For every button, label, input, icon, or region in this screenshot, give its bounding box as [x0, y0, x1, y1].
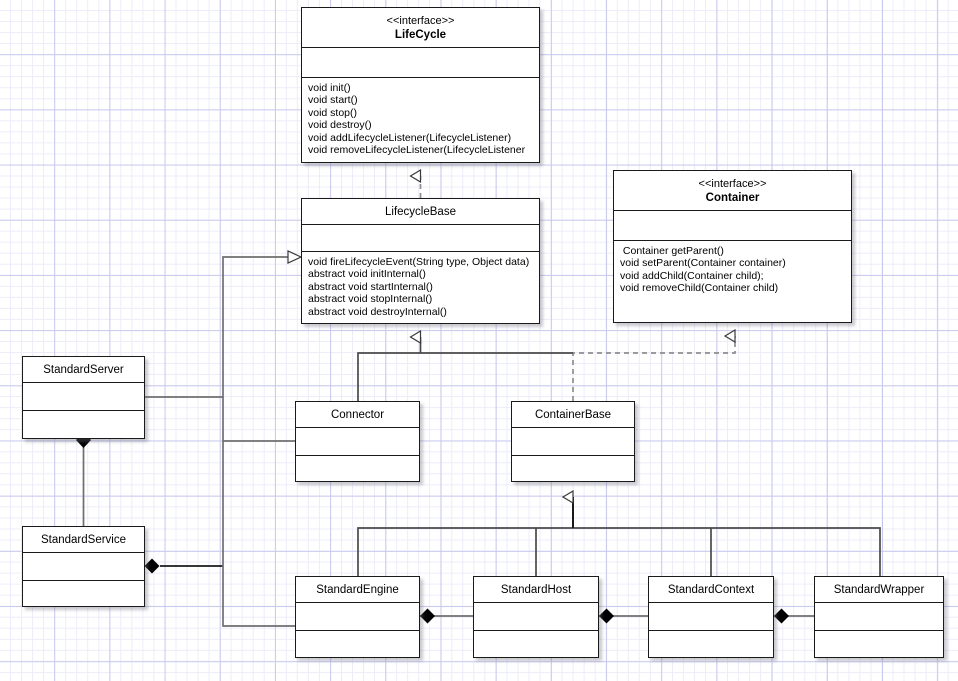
class-operations-standardservice: [23, 581, 144, 606]
class-stereotype: <<interface>>: [386, 15, 455, 27]
class-attributes-container: [614, 211, 851, 241]
class-name: StandardContext: [667, 584, 755, 596]
class-attributes-standardwrapper: [815, 603, 943, 631]
class-operation: void init(): [308, 82, 351, 94]
edge-standardengine-to-standardhost: [420, 608, 473, 624]
class-operations-lifecycle: void init()void start()void stop()void d…: [302, 78, 539, 162]
edge-standard-children-to-containerbase: [357, 497, 881, 576]
edge-connector-containerbase-to-lifecyclebase: [357, 337, 573, 401]
class-operation: abstract void startInternal(): [308, 280, 433, 293]
class-operations-standardserver: [23, 411, 144, 438]
edge-containerbase-to-container: [572, 336, 736, 401]
class-name: StandardEngine: [316, 584, 399, 596]
uml-class-container[interactable]: <<interface>> Container Container getPare…: [613, 170, 852, 323]
class-attributes-standardservice: [23, 553, 144, 581]
class-operations-container: Container getParent()void setParent(Cont…: [614, 241, 851, 322]
uml-class-connector[interactable]: Connector: [295, 401, 420, 482]
edge-standardhost-to-standardcontext: [599, 608, 648, 624]
class-header-standardservice: StandardService: [23, 527, 144, 553]
arrowhead-into-lifecyclebase-left: [287, 250, 303, 264]
class-header-lifecyclebase: LifecycleBase: [302, 199, 539, 225]
uml-class-standardwrapper[interactable]: StandardWrapper: [814, 576, 944, 658]
class-attributes-standardengine: [296, 603, 419, 631]
class-stereotype: <<interface>>: [698, 178, 767, 190]
uml-class-standardcontext[interactable]: StandardContext: [648, 576, 774, 658]
class-header-standardhost: StandardHost: [474, 577, 598, 603]
class-header-containerbase: ContainerBase: [512, 402, 634, 428]
class-operations-lifecyclebase: void fireLifecycleEvent(String type, Obj…: [302, 252, 539, 323]
class-operation: void stop(): [308, 106, 358, 119]
class-header-standardengine: StandardEngine: [296, 577, 419, 603]
class-operations-standardhost: [474, 631, 598, 657]
class-operation: void start(): [308, 94, 358, 107]
class-operations-standardwrapper: [815, 631, 943, 657]
class-operation: void removeLifecycleListener(LifecycleLi…: [308, 144, 526, 157]
uml-class-lifecyclebase[interactable]: LifecycleBase void fireLifecycleEvent(Str…: [301, 198, 540, 324]
class-operation: void fireLifecycleEvent(String type, Obj…: [308, 256, 530, 268]
class-operations-containerbase: [512, 456, 634, 481]
diamond-standardservice: [144, 558, 160, 574]
class-operation: void removeChild(Container child): [620, 282, 779, 295]
uml-class-standardhost[interactable]: StandardHost: [473, 576, 599, 658]
class-name: LifeCycle: [394, 29, 447, 41]
uml-class-standardengine[interactable]: StandardEngine: [295, 576, 420, 658]
uml-class-containerbase[interactable]: ContainerBase: [511, 401, 635, 482]
class-operation: abstract void initInternal(): [308, 268, 426, 281]
class-operation: void addChild(Container child);: [620, 269, 764, 282]
class-operation: abstract void destroyInternal(): [308, 305, 447, 318]
class-operation: void addLifecycleListener(LifecycleListe…: [308, 131, 512, 144]
class-header-standardwrapper: StandardWrapper: [815, 577, 943, 603]
class-name: StandardService: [40, 534, 127, 546]
edge-standardserver-to-lifecyclebase: [145, 256, 288, 398]
class-header-standardcontext: StandardContext: [649, 577, 773, 603]
class-name: StandardHost: [500, 584, 572, 596]
class-name: Connector: [330, 409, 385, 421]
class-name: StandardServer: [43, 364, 124, 376]
class-attributes-standardcontext: [649, 603, 773, 631]
class-name: LifecycleBase: [385, 206, 456, 218]
class-operation: Container getParent(): [620, 245, 724, 257]
class-name: StandardWrapper: [833, 584, 925, 596]
class-operation: void setParent(Container container): [620, 257, 786, 270]
edge-standardservice-to-standardengine: [222, 441, 295, 627]
class-operations-standardengine: [296, 631, 419, 657]
class-attributes-standardserver: [23, 383, 144, 411]
edge-standardcontext-to-standardwrapper: [774, 608, 814, 624]
class-header-lifecycle: <<interface>> LifeCycle: [302, 8, 539, 48]
class-attributes-connector: [296, 428, 419, 456]
class-operations-connector: [296, 456, 419, 481]
edge-standardservice-to-connector: [222, 397, 295, 442]
class-operations-standardcontext: [649, 631, 773, 657]
class-header-container: <<interface>> Container: [614, 171, 851, 211]
uml-class-standardservice[interactable]: StandardService: [22, 526, 145, 607]
class-name: Container: [705, 192, 760, 204]
class-operation: abstract void stopInternal(): [308, 293, 433, 306]
class-attributes-lifecycle: [302, 48, 539, 78]
class-attributes-lifecyclebase: [302, 225, 539, 252]
class-attributes-containerbase: [512, 428, 634, 456]
class-header-connector: Connector: [296, 402, 419, 428]
uml-class-standardserver[interactable]: StandardServer: [22, 356, 145, 439]
class-attributes-standardhost: [474, 603, 598, 631]
edge-standardserver-to-standardservice: [76, 432, 91, 526]
class-operation: void destroy(): [308, 119, 372, 132]
class-header-standardserver: StandardServer: [23, 357, 144, 383]
class-name: ContainerBase: [534, 409, 612, 421]
